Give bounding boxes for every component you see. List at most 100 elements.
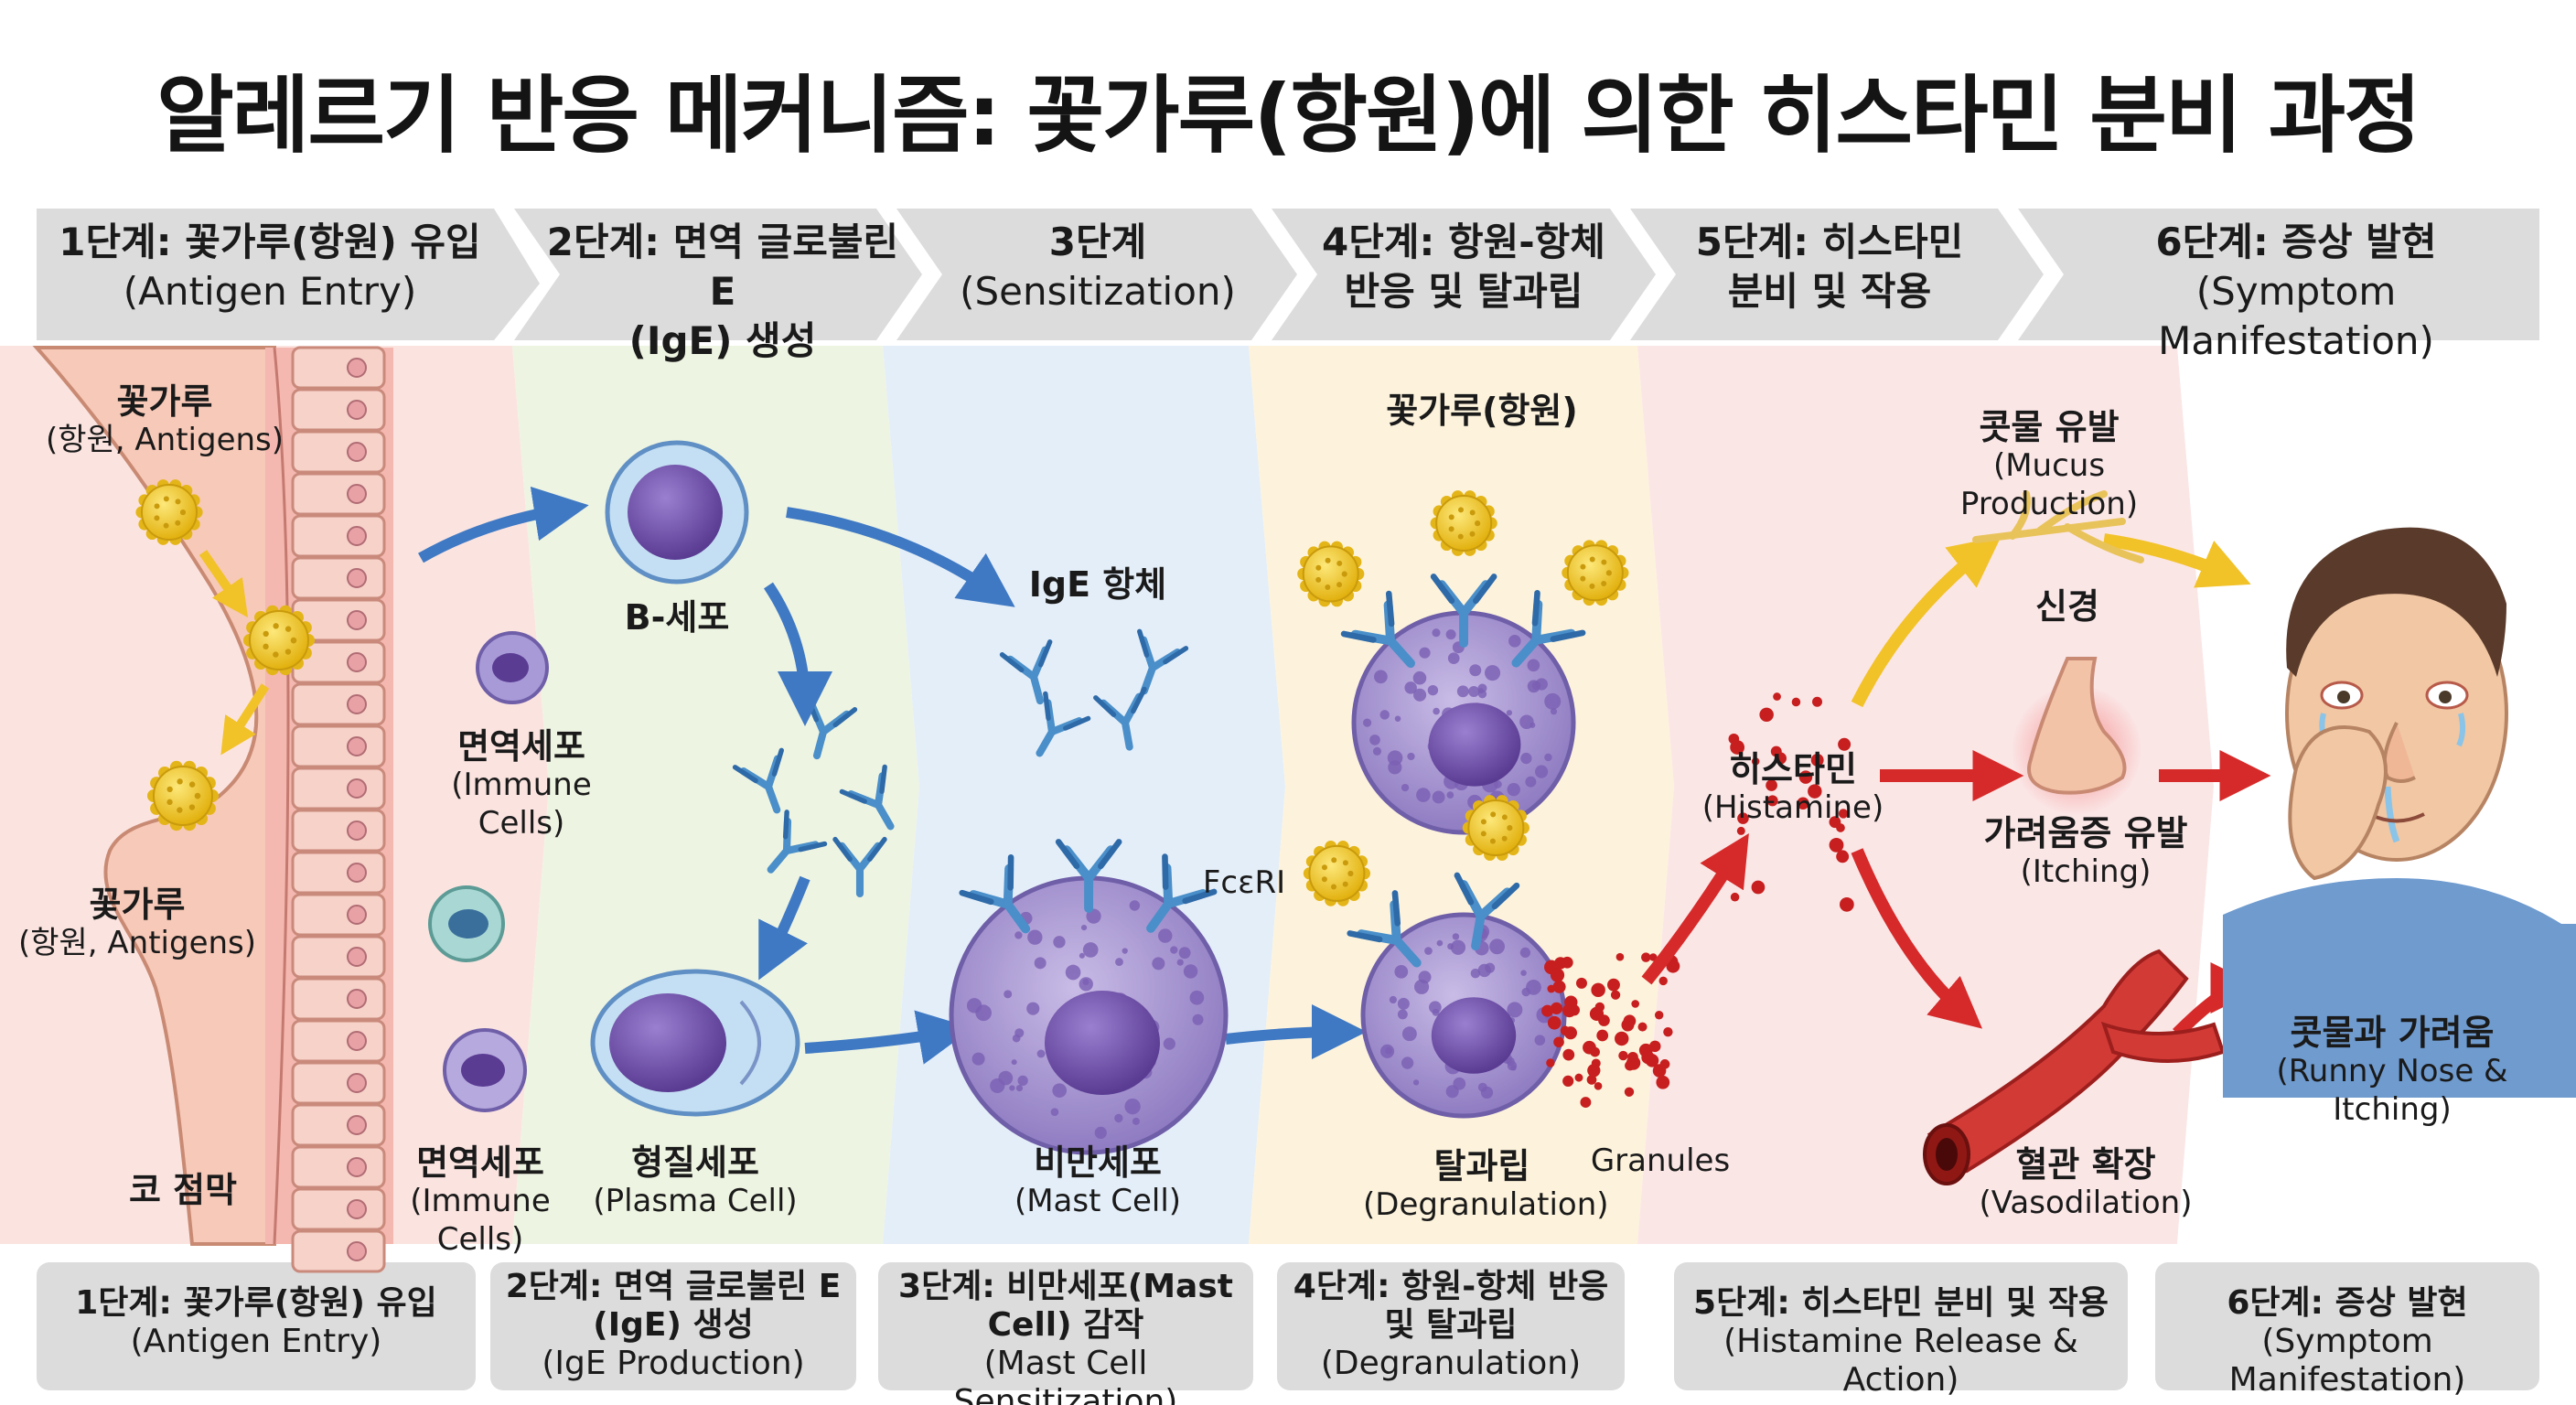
epithelium-cell: [291, 1187, 386, 1231]
mast-cell-bound: [1297, 490, 1629, 835]
granule-dot: [1631, 1000, 1640, 1008]
label-pollen-top: 꽃가루 (항원, Antigens): [27, 382, 302, 459]
label-mast-cell: 비만세포 (Mast Cell): [997, 1143, 1198, 1220]
histamine-dot: [1759, 707, 1774, 723]
label-histamine-en: (Histamine): [1701, 789, 1884, 826]
label-mast-cell-ko: 비만세포: [1034, 1142, 1162, 1183]
granule-dot: [1627, 1051, 1638, 1063]
granule-dot: [1590, 1046, 1600, 1057]
footer-step-2-ko: 2단계: 면역 글로불린 E: [505, 1268, 842, 1305]
epithelium-cell: [291, 935, 386, 979]
label-granules: Granules: [1590, 1142, 1731, 1179]
histamine-dot: [1829, 837, 1844, 853]
label-symptom-en: (Runny Nose & Itching): [2276, 1053, 2508, 1128]
epithelium-cell: [291, 809, 386, 853]
nose-itching: [2011, 657, 2142, 816]
label-pollen-antigen: 꽃가루(항원): [1386, 391, 1578, 431]
histamine-dot: [1728, 733, 1740, 745]
red-arrow-vasodilation: [1851, 848, 1983, 1029]
granule-dot: [1562, 1048, 1575, 1061]
histamine-dot: [1751, 880, 1766, 895]
immune-cell-1: [476, 631, 549, 704]
granule-dot: [1624, 1087, 1635, 1097]
label-pollen-top-en: (항원, Antigens): [45, 422, 284, 458]
blood-vessel: [1923, 949, 2226, 1185]
label-fceri: FcεRI: [1202, 864, 1286, 901]
granule-dot: [1547, 984, 1556, 993]
header-step-3: 3단계 (Sensitization): [924, 218, 1272, 316]
granule-dot: [1547, 1015, 1562, 1030]
pollen-grain: [1297, 541, 1365, 607]
footer-step-5: 5단계: 히스타민 분비 및 작용 (Histamine Release & A…: [1674, 1284, 2128, 1400]
ige-antibody-icon: [1347, 890, 1422, 968]
footer-step-6-en: (Symptom Manifestation): [2228, 1323, 2466, 1399]
yellow-arrow-mucus: [1851, 536, 2002, 708]
pollen-grain: [135, 479, 203, 545]
ige-antibody-icon: [1430, 574, 1497, 648]
histamine-dot: [1836, 850, 1850, 863]
histamine-dot: [1836, 823, 1845, 832]
granule-dot: [1596, 1029, 1609, 1042]
granule-dot: [1589, 1006, 1605, 1022]
label-degranulation-en: (Degranulation): [1363, 1186, 1609, 1223]
granule-dot: [1591, 982, 1605, 998]
granule-dot: [1594, 1081, 1603, 1090]
header-step-3-ko: 3단계: [1048, 220, 1147, 264]
epithelium-cell: [291, 724, 386, 768]
label-degranulation-ko: 탈과립: [1433, 1146, 1530, 1186]
histamine-dot: [1838, 737, 1852, 751]
granule-dot: [1541, 1004, 1554, 1017]
blue-arrow-3: [758, 875, 810, 981]
ige-antibody-icon: [1036, 691, 1091, 757]
yellow-arrow-1: [199, 550, 249, 618]
ige-antibody-icon: [959, 853, 1031, 934]
pollen-grain: [1303, 841, 1371, 906]
granule-dot: [1623, 1014, 1637, 1028]
label-mast-cell-en: (Mast Cell): [1014, 1183, 1182, 1219]
histamine-dot: [1838, 809, 1849, 819]
header-step-6-en: (Symptom Manifestation): [2158, 269, 2434, 363]
histamine-dot: [1751, 757, 1760, 766]
granule-dot: [1562, 1003, 1577, 1018]
histamine-dot: [1812, 696, 1823, 707]
granule-dot: [1550, 1002, 1563, 1014]
granule-dot: [1563, 1026, 1577, 1040]
histamine-dot: [1773, 692, 1781, 701]
mast-cell-degranulating: [1303, 795, 1567, 1119]
yellow-arrow-nerve-to-face: [2103, 533, 2251, 588]
header-step-4-en: 반응 및 탈과립: [1344, 269, 1583, 314]
label-immune-cells-2: 면역세포 (Immune Cells): [366, 1143, 595, 1259]
granule-dot: [1550, 968, 1565, 982]
label-symptom-ko: 콧물과 가려움: [2290, 1013, 2495, 1053]
footer-step-2: 2단계: 면역 글로불린 E (IgE) 생성 (IgE Production): [490, 1268, 856, 1383]
pollen-grain: [1462, 795, 1530, 861]
page-title: 알레르기 반응 메커니즘: 꽃가루(항원)에 의한 히스타민 분비 과정: [156, 67, 2421, 165]
granule-dot: [1656, 1075, 1670, 1089]
cell-nucleus: [1431, 997, 1517, 1074]
histamine-dot: [1736, 826, 1745, 835]
footer-step-3-ko: 3단계: 비만세포(Mast: [898, 1268, 1233, 1305]
epithelium-cell: [291, 430, 386, 474]
epithelium-cell: [291, 977, 386, 1021]
footer-step-4: 4단계: 항원-항체 반응 및 탈과립 (Degranulation): [1277, 1268, 1625, 1383]
label-pollen-mid: 꽃가루 (항원, Antigens): [0, 885, 274, 962]
footer-step-5-ko: 5단계: 히스타민 분비 및 작용: [1693, 1284, 2109, 1322]
granule-dot: [1580, 1097, 1592, 1109]
header-step-4: 4단계: 항원-항체 반응 및 탈과립: [1299, 218, 1628, 316]
granule-dot: [1615, 1031, 1629, 1046]
granule-dot: [1649, 953, 1658, 961]
footer-step-3-ko2: Cell) 감작: [987, 1306, 1144, 1344]
granule-dot: [1618, 1050, 1628, 1061]
label-immune-cells-1-ko: 면역세포: [457, 726, 585, 767]
footer-step-4-en: (Degranulation): [1320, 1345, 1582, 1382]
ige-antibody-icon: [1055, 839, 1122, 913]
header-step-5-en: 분비 및 작용: [1727, 269, 1932, 314]
blue-arrow-2: [764, 582, 832, 726]
granule-dot: [1574, 1073, 1583, 1082]
label-vasodilation-en: (Vasodilation): [1979, 1185, 2193, 1221]
header-step-1: 1단계: 꽃가루(항원) 유입 (Antigen Entry): [37, 218, 503, 316]
label-histamine-ko: 히스타민: [1729, 749, 1857, 789]
footer-step-3: 3단계: 비만세포(Mast Cell) 감작 (Mast Cell Sensi…: [878, 1268, 1253, 1405]
header-step-6-ko: 6단계: 증상 발현: [2155, 220, 2437, 264]
footer-step-2-en: (IgE Production): [542, 1345, 805, 1382]
